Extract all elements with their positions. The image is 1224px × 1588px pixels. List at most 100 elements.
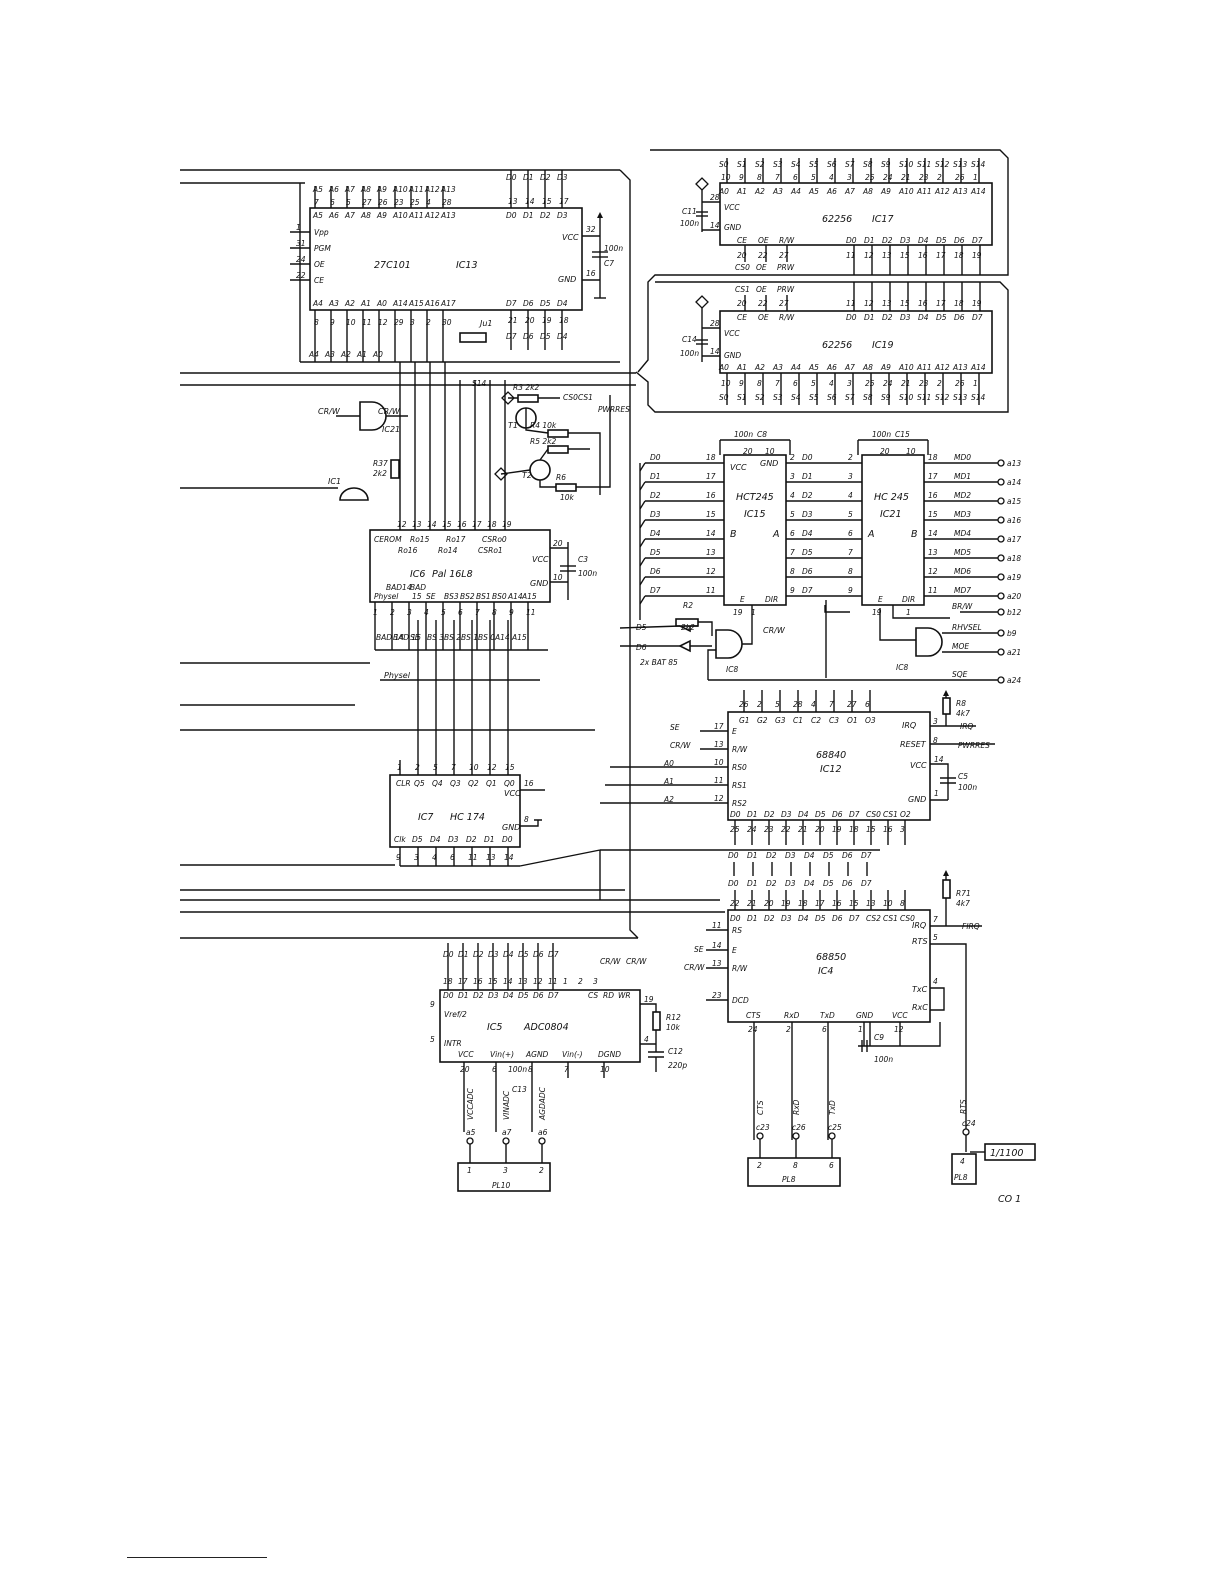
cs1-label: CS1 (578, 393, 593, 402)
buffer-ic15: HCT245 IC15 B A VCC GND E DIR 20 10 100n… (719, 430, 791, 635)
eprom-vcc-pin: 32 (586, 225, 596, 234)
databus-bot-5: D5 (823, 879, 834, 888)
buf1-din-6: D6 (650, 567, 661, 576)
ptm-d-0: D0 (730, 810, 741, 819)
connector-pl8 (747, 1157, 841, 1187)
eprom-top-sig-8: A13 (440, 185, 456, 194)
pl10-pin-1: 3 (503, 1166, 508, 1175)
diodes-and-ic8: D5 D6 2x BAT 85 R2 2k2 IC8 IC8 (619, 600, 998, 681)
ptm-d-1: D1 (747, 810, 758, 819)
sram-bot-d-2: D2 (882, 313, 893, 322)
ptm-left-num-4: 12 (714, 794, 724, 803)
latch-bot-num-6: 14 (504, 853, 514, 862)
buf1-anum-1: 3 (790, 472, 795, 481)
sram-top-dnum-6: 18 (954, 251, 964, 260)
sram-top-snum-0: 10 (721, 173, 731, 182)
sram-top-vcc-pin: 28 (710, 193, 720, 202)
sram-bot-a-3: A3 (772, 363, 783, 372)
acia-rts-pin: 5 (933, 933, 938, 942)
buf2-port-7: a20 (1007, 592, 1021, 601)
eprom-ctrl-num-0: 1 (296, 223, 301, 232)
pal-top-sig-0: CEROM (374, 535, 402, 544)
sram-bot-s-5: S5 (809, 393, 819, 402)
latch-bot-sig-5: D1 (484, 835, 495, 844)
sram-bot-ctrl-2: R/W (779, 313, 795, 322)
sram-top-snum-11: 23 (919, 173, 929, 182)
sram-bot-snum-8: 25 (865, 379, 875, 388)
pal-bot-sig-1: BAD 15 (393, 633, 421, 642)
ptm-left-num-0: 17 (714, 722, 724, 731)
buf2-anum-6: 8 (848, 567, 853, 576)
sram-bot-dnum-5: 17 (936, 299, 946, 308)
sram-top-dnum-4: 16 (918, 251, 928, 260)
ptm-left-num-1: 13 (714, 740, 724, 749)
acia-cap: C9 (874, 1033, 884, 1042)
ptm-d-10: O2 (900, 810, 911, 819)
buffer-ic15-dir-pin: 1 (751, 608, 756, 617)
eprom-top-pin-2: A7 (344, 211, 355, 220)
sram-bot-d-7: D7 (972, 313, 983, 322)
pl8-port-2 (828, 1132, 836, 1140)
sram-top-snum-9: 24 (883, 173, 893, 182)
adc-name: IC5 (487, 1022, 502, 1033)
buf1-bnum-7: 11 (706, 586, 716, 595)
sram-top-a-14: A14 (970, 187, 986, 196)
buffer-ic21-e-pin: 19 (872, 608, 882, 617)
latch-bot-num-4: 11 (468, 853, 478, 862)
pal-top-num-2: 14 (427, 520, 437, 529)
footnote-rule (127, 1557, 267, 1558)
acia-se-sig: SE (694, 945, 704, 954)
gate-ic21 (359, 401, 387, 431)
databus-top-7: D7 (861, 851, 872, 860)
sram-bot-ctrlnum-1: 22 (758, 299, 768, 308)
acia-bot-1: RxD (784, 1011, 800, 1020)
r8-value: 4k7 (956, 709, 970, 718)
ptm-irq: IRQ (902, 721, 916, 730)
pal-body (369, 529, 551, 603)
buf1-anum-6: 8 (790, 567, 795, 576)
acia-left-num-0: 11 (712, 921, 722, 930)
pl8-portlabel-0: c23 (756, 1123, 770, 1132)
adc-crw-1: CR/W (626, 957, 647, 966)
eprom-lower-a-0: A4 (308, 350, 319, 359)
eprom-lower-d-0: D7 (506, 332, 517, 341)
latch-bot-sig-2: D4 (430, 835, 441, 844)
sram-bot-ctrlsig-0: CS1 (735, 285, 750, 294)
gate-ic8b (915, 627, 943, 657)
connector-pl10 (457, 1162, 551, 1192)
acia-bot-4: VCC (892, 1011, 908, 1020)
pal-inner-sig-3: 15 (412, 592, 422, 601)
eprom-bot-pin-2: A2 (344, 299, 355, 308)
buf1-bnum-6: 12 (706, 567, 716, 576)
eprom-top-sig-3: A8 (360, 185, 371, 194)
sram-top-a-7: A7 (844, 187, 855, 196)
sram-top-snum-1: 9 (739, 173, 744, 182)
sram-top-dnum-1: 12 (864, 251, 874, 260)
buf1-anum-5: 7 (790, 548, 795, 557)
pal-top-num-5: 17 (472, 520, 482, 529)
buf2-anum-5: 7 (848, 548, 853, 557)
sram-bot-d-1: D1 (864, 313, 875, 322)
latch-top-sig-3: Q3 (450, 779, 461, 788)
buffer-ic15-e-pin: 19 (733, 608, 743, 617)
eprom-top-num-3: 27 (362, 198, 372, 207)
adc-bot-1: Vin(+) (490, 1050, 514, 1059)
buf2-bnum-1: 17 (928, 472, 938, 481)
buf2-bnum-0: 18 (928, 453, 938, 462)
buf1-bnum-4: 14 (706, 529, 716, 538)
ptm-top-pin-1: G2 (757, 716, 768, 725)
eprom-bot-pin-4: A0 (376, 299, 387, 308)
sram-bot-snum-0: 10 (721, 379, 731, 388)
sram-bot-dnum-0: 11 (846, 299, 856, 308)
eprom-top-num-8: 28 (442, 198, 452, 207)
pl8b-name: PL8 (954, 1173, 968, 1182)
pl8-portlabel-2: c25 (828, 1123, 842, 1132)
pl10-pin-2: 2 (539, 1166, 544, 1175)
sram-bot-dnum-1: 12 (864, 299, 874, 308)
buffer-ic15-crw: CR/W (763, 626, 786, 635)
pal-inner-sig-1: BAD (410, 583, 426, 592)
databus-top-2: D2 (766, 851, 777, 860)
logic-gates: CR/W CR/W IC21 IC1 R37 2k2 T1 T2 R3 2k2 … (318, 379, 630, 502)
pal-inner-sig-9: A14 (507, 592, 523, 601)
